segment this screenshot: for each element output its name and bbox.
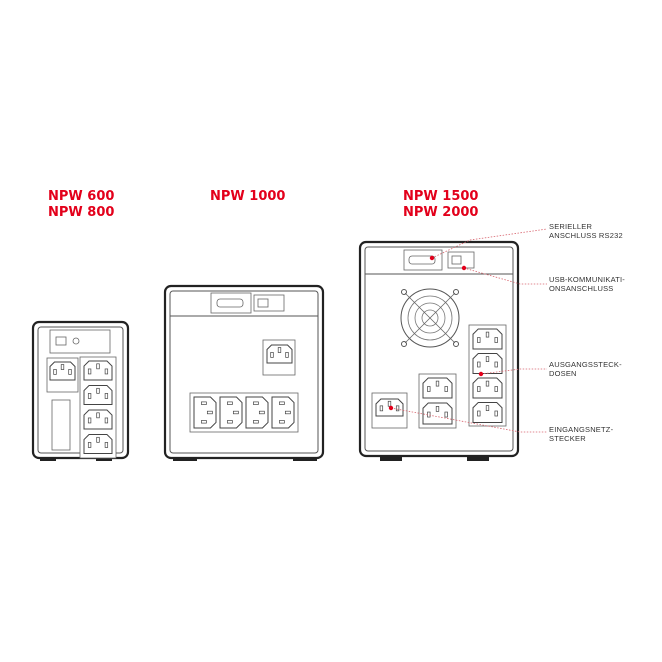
- leader-serial: [431, 228, 548, 259]
- ups-small-port-panel: [49, 329, 111, 354]
- callout-outputs-line1: AUSGANGSSTECK-: [549, 360, 622, 369]
- marker-dot: [429, 255, 435, 261]
- callout-serial-line2: ANSCHLUSS RS232: [549, 231, 623, 240]
- ups-medium: [163, 284, 325, 461]
- label-plate: [51, 399, 71, 451]
- marker-dot: [461, 265, 467, 271]
- iec-socket-icon: [83, 434, 113, 454]
- leader-usb: [463, 267, 547, 285]
- iec-socket-icon: [472, 377, 503, 399]
- model-title-npw800: NPW 800: [48, 205, 114, 220]
- outlet-group: [193, 344, 295, 429]
- callout-usb-line2: ONSANSCHLUSS: [549, 284, 614, 293]
- iec-socket-icon: [266, 344, 293, 364]
- usb-port: [257, 298, 269, 308]
- model-title-npw2000: NPW 2000: [403, 205, 478, 220]
- iec-socket-icon: [193, 396, 217, 429]
- iec-socket-icon: [83, 360, 113, 381]
- iec-socket-icon: [83, 385, 113, 405]
- reset-button-icon: [72, 337, 80, 345]
- iec-socket-icon: [49, 361, 76, 381]
- ups-large: [358, 240, 520, 461]
- iec-socket-icon: [245, 396, 269, 429]
- outlet-group: [375, 328, 503, 425]
- ups-small: [31, 320, 130, 461]
- iec-socket-icon: [422, 402, 453, 425]
- serial-port-rs232: [216, 298, 244, 308]
- usb-port: [55, 336, 67, 346]
- iec-socket-icon: [83, 409, 113, 430]
- callout-outputs-line2: DOSEN: [549, 369, 577, 378]
- marker-dot: [478, 371, 484, 377]
- iec-socket-icon: [472, 353, 503, 374]
- model-title-npw1500: NPW 1500: [403, 189, 478, 204]
- iec-socket-icon: [271, 396, 295, 429]
- callout-usb-line1: USB-KOMMUNIKATI-: [549, 275, 625, 284]
- serial-port-rs232: [408, 255, 436, 265]
- iec-socket-icon: [472, 402, 503, 423]
- fan-grille-icon: [400, 288, 460, 348]
- model-title-npw600: NPW 600: [48, 189, 114, 204]
- callout-serial-line1: SERIELLER: [549, 222, 592, 231]
- model-title-npw1000: NPW 1000: [210, 189, 285, 204]
- leader-outputs: [480, 368, 547, 375]
- outlet-group: [49, 360, 113, 454]
- usb-port: [451, 255, 462, 265]
- iec-socket-icon: [219, 396, 243, 429]
- iec-socket-icon: [472, 328, 503, 350]
- foot: [467, 455, 489, 461]
- foot: [380, 455, 402, 461]
- callout-leaders: [388, 228, 548, 433]
- iec-socket-icon: [422, 377, 453, 399]
- callout-input-line1: EINGANGSNETZ-: [549, 425, 614, 434]
- marker-dot: [388, 405, 394, 411]
- callout-input-line2: STECKER: [549, 434, 586, 443]
